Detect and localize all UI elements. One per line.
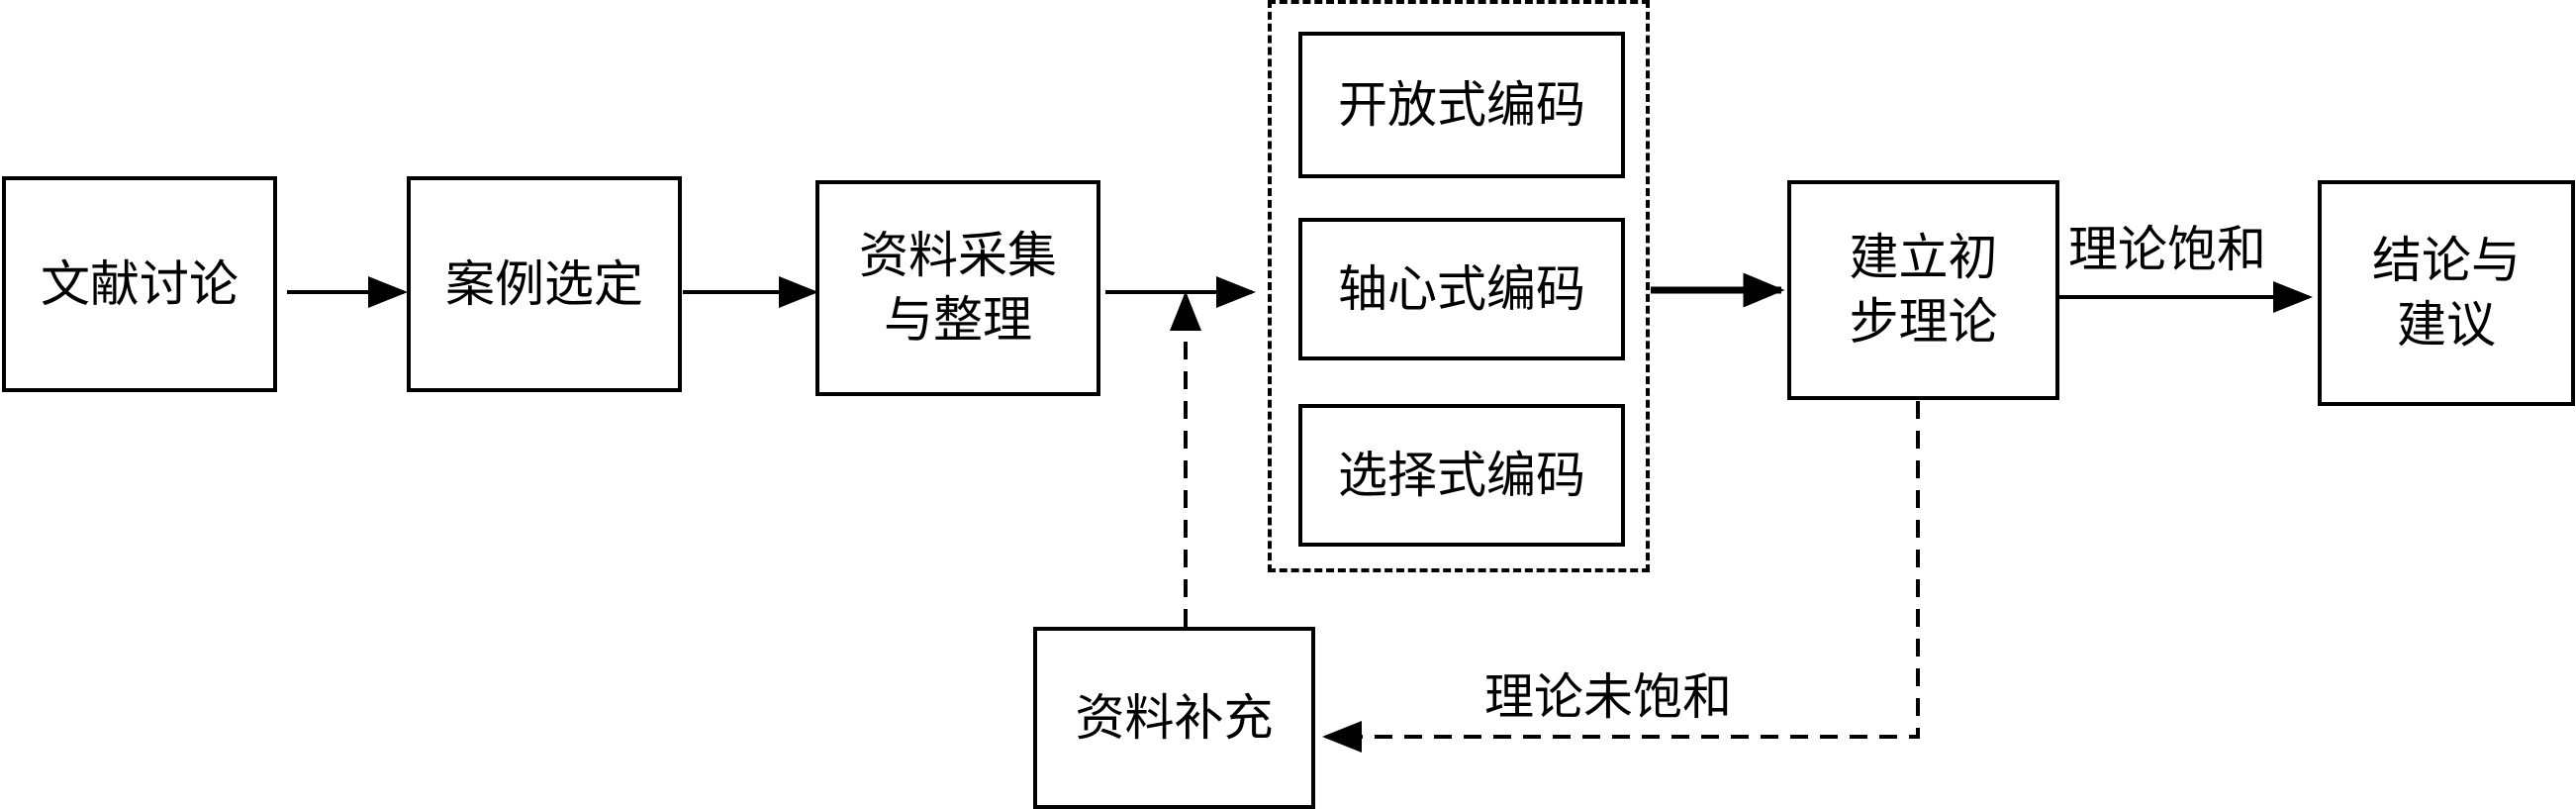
- case-selection-node: 案例选定: [407, 176, 682, 392]
- theory-saturated-label: 理论饱和: [2068, 221, 2266, 278]
- conclusion-node: 结论与 建议: [2318, 180, 2575, 406]
- data-collection-node: 资料采集 与整理: [815, 180, 1100, 396]
- data-supplement-node: 资料补充: [1033, 627, 1315, 809]
- coding-group: [1268, 0, 1650, 572]
- initial-theory-node: 建立初 步理论: [1787, 180, 2059, 400]
- open-coding-node: 开放式编码: [1298, 32, 1625, 178]
- dashed-arrow-theory-to-supplement: [1322, 401, 1920, 753]
- theory-unsaturated-label: 理论未饱和: [1484, 668, 1732, 726]
- selective-coding-node: 选择式编码: [1298, 404, 1625, 547]
- literature-discussion-node: 文献讨论: [2, 176, 277, 392]
- axial-coding-node: 轴心式编码: [1298, 218, 1625, 360]
